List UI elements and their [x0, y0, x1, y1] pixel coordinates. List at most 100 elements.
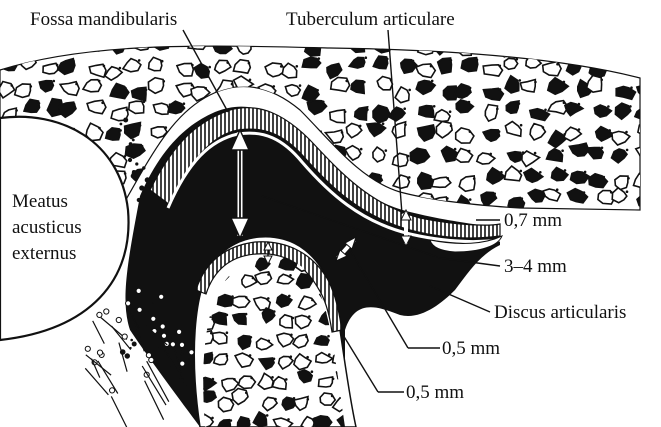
- bone-stipple-dot: [344, 110, 347, 113]
- bone-stipple-dot: [542, 126, 545, 129]
- bone-stipple-dot: [407, 155, 410, 158]
- bone-stipple-dot: [450, 59, 453, 62]
- bone-stipple-dot: [345, 80, 348, 83]
- bone-trabecula: [567, 41, 583, 55]
- label-meatus-line-1: Meatus: [12, 191, 68, 212]
- bone-trabecula: [325, 130, 343, 143]
- rim-dot: [132, 170, 136, 174]
- bone-trabecula: [36, 35, 57, 48]
- bone-stipple-dot: [499, 88, 502, 91]
- bone-stipple-dot: [11, 84, 14, 87]
- bone-stipple-dot: [245, 296, 248, 299]
- bone-stipple-dot: [75, 83, 78, 86]
- bone-stipple-dot: [124, 172, 127, 175]
- bone-stipple-dot: [139, 124, 142, 127]
- bone-stipple-dot: [578, 128, 581, 131]
- bone-trabecula: [238, 417, 250, 427]
- bone-stipple-dot: [268, 340, 271, 343]
- bone-stipple-dot: [227, 43, 230, 46]
- bone-stipple-dot: [608, 129, 611, 132]
- bone-stipple-dot: [544, 109, 547, 112]
- rim-dot: [132, 139, 135, 142]
- bone-stipple-dot: [644, 36, 647, 39]
- bone-stipple-dot: [148, 38, 151, 41]
- bone-stipple-dot: [230, 419, 233, 422]
- bone-stipple-dot: [386, 109, 389, 112]
- bone-stipple-dot: [168, 36, 171, 39]
- bone-stipple-dot: [363, 39, 366, 42]
- bone-stipple-dot: [534, 152, 537, 155]
- bone-stipple-dot: [580, 62, 583, 65]
- bone-stipple-dot: [425, 151, 428, 154]
- bone-stipple-dot: [308, 276, 311, 279]
- bone-stipple-dot: [647, 176, 650, 179]
- bone-stipple-dot: [558, 41, 561, 44]
- bone-stipple-dot: [145, 89, 148, 92]
- bone-stipple-dot: [603, 176, 606, 179]
- bone-stipple-dot: [285, 378, 288, 381]
- rim-dot: [130, 339, 133, 342]
- bone-stipple-dot: [306, 356, 309, 359]
- bone-stipple-dot: [289, 274, 292, 277]
- bone-stipple-dot: [468, 150, 471, 153]
- bone-stipple-dot: [473, 177, 476, 180]
- rim-dot: [129, 155, 131, 157]
- bone-stipple-dot: [499, 41, 502, 44]
- fiber-node: [189, 350, 194, 355]
- bone-stipple-dot: [245, 392, 248, 395]
- bone-stipple-dot: [51, 35, 54, 38]
- bone-stipple-dot: [226, 314, 229, 317]
- bone-stipple-dot: [119, 67, 122, 70]
- bone-trabecula: [543, 40, 563, 54]
- bone-stipple-dot: [271, 376, 274, 379]
- bone-stipple-dot: [433, 42, 436, 45]
- bone-stipple-dot: [382, 122, 385, 125]
- bone-stipple-dot: [563, 102, 566, 105]
- bone-trabecula: [152, 33, 169, 50]
- fiber-strand: [111, 396, 128, 427]
- bone-stipple-dot: [73, 103, 76, 106]
- bone-stipple-dot: [625, 131, 628, 134]
- rim-dot: [131, 149, 136, 154]
- bone-trabecula: [3, 57, 17, 71]
- fiber-node: [180, 361, 185, 366]
- bone-stipple-dot: [311, 370, 314, 373]
- bone-trabecula: [153, 103, 169, 114]
- bone-stipple-dot: [316, 89, 319, 92]
- bone-trabecula: [263, 34, 277, 46]
- fiber-node: [170, 342, 175, 347]
- bone-trabecula: [0, 38, 12, 53]
- bone-stipple-dot: [250, 377, 253, 380]
- bone-stipple-dot: [226, 61, 229, 64]
- rim-dot: [128, 125, 134, 131]
- fiber-node: [116, 317, 121, 322]
- bone-trabecula: [305, 42, 321, 56]
- fiber-node: [179, 342, 184, 347]
- rim-dot: [132, 342, 137, 347]
- fiber-node: [97, 312, 102, 317]
- bone-stipple-dot: [191, 64, 194, 67]
- rim-dot: [134, 135, 137, 138]
- bone-stipple-dot: [447, 177, 450, 180]
- bone-stipple-dot: [273, 310, 276, 313]
- bone-trabecula: [329, 146, 345, 163]
- bone-stipple-dot: [520, 124, 523, 127]
- bone-stipple-dot: [585, 145, 588, 148]
- bone-stipple-dot: [386, 58, 389, 61]
- bone-trabecula: [323, 34, 338, 45]
- label-3-4mm: 3–4 mm: [504, 256, 567, 277]
- fiber-node: [126, 301, 131, 306]
- bone-stipple-dot: [273, 358, 276, 361]
- bone-stipple-dot: [385, 195, 388, 198]
- bone-stipple-dot: [210, 109, 213, 112]
- bone-stipple-dot: [331, 395, 334, 398]
- bone-stipple-dot: [307, 398, 310, 401]
- bone-stipple-dot: [649, 84, 652, 87]
- bone-stipple-dot: [632, 56, 635, 59]
- bone-stipple-dot: [476, 59, 479, 62]
- bone-stipple-dot: [365, 56, 368, 59]
- bone-trabecula: [504, 58, 517, 69]
- bone-stipple-dot: [183, 102, 186, 105]
- rim-dot: [129, 142, 133, 146]
